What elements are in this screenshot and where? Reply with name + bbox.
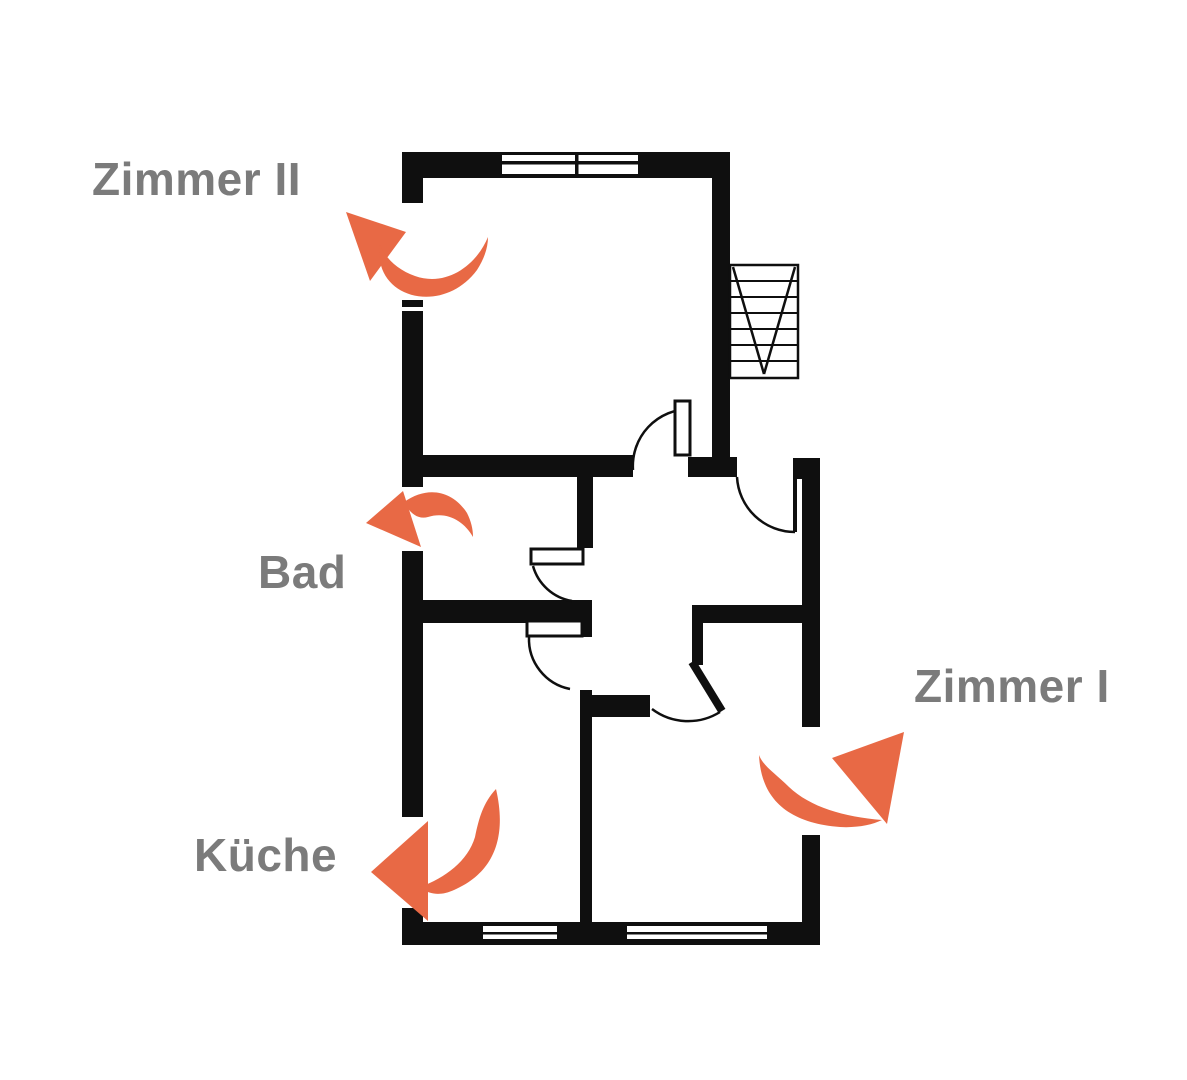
arrow-bad: [366, 491, 473, 547]
wall-bad-kueche-divider: [420, 600, 592, 623]
door-entrance: [735, 476, 797, 534]
room-label-bad: Bad: [258, 546, 347, 598]
arrow-zimmer-1: [759, 732, 904, 828]
room-label-zimmer-1: Zimmer I: [914, 660, 1110, 712]
wall-mid-band-left: [402, 455, 633, 477]
arrow-zimmer-1-head: [832, 732, 904, 824]
wall-left-1: [402, 152, 423, 203]
door-zimmer-1-leaf: [688, 659, 726, 714]
stairs-direction-line: [731, 266, 766, 375]
door-bad-leaf: [529, 547, 585, 566]
door-zimmer-1-swing: [651, 708, 721, 723]
door-entrance-swing: [735, 476, 796, 534]
wall-left-joint: [402, 307, 423, 311]
wall-right-corner: [793, 458, 820, 479]
arrow-bad-tail: [404, 492, 473, 537]
wall-right-upper: [712, 152, 730, 457]
walls: [402, 152, 820, 945]
door-entrance-leaf: [793, 479, 797, 532]
arrow-kueche-tail: [420, 789, 500, 894]
wall-left-2: [402, 300, 423, 487]
arrow-zimmer-2-tail: [379, 237, 488, 297]
wall-right-1: [802, 478, 820, 727]
window-top: [502, 155, 638, 174]
wall-hall-bottom: [590, 695, 650, 717]
wall-mid-band-center: [688, 457, 737, 477]
door-kueche-leaf: [525, 619, 584, 638]
arrow-kueche: [371, 789, 500, 921]
stairs-direction-line: [762, 266, 797, 375]
window-top-divider: [575, 155, 579, 174]
arrow-zimmer-2-head: [346, 212, 406, 281]
window-bottom-left: [483, 926, 557, 939]
wall-right-2: [802, 835, 820, 945]
window-bottom-left-frame: [483, 932, 557, 935]
window-bottom-right-frame: [627, 932, 767, 935]
wall-zimmer-1-stub: [692, 605, 703, 665]
window-bottom-right: [627, 926, 767, 939]
wall-left-3: [402, 551, 423, 817]
arrow-kueche-head: [371, 821, 428, 921]
door-kueche-swing: [527, 636, 571, 691]
door-bad-swing: [531, 565, 573, 603]
window-top-frame: [502, 161, 638, 165]
wall-zimmer-1-top: [692, 605, 802, 623]
stairs-outline: [728, 263, 800, 380]
door-bad: [529, 547, 585, 603]
room-label-zimmer-2: Zimmer II: [92, 153, 302, 205]
arrow-zimmer-1-tail: [759, 755, 882, 828]
door-zimmer-2-leaf: [673, 399, 692, 457]
room-label-kueche: Küche: [194, 829, 338, 881]
stairs: [728, 263, 800, 380]
door-zimmer-2: [631, 399, 692, 471]
wall-central-lower: [580, 690, 592, 922]
wall-bad-right: [577, 477, 593, 548]
door-kueche: [525, 619, 584, 691]
door-zimmer-1: [651, 659, 726, 723]
arrow-zimmer-2: [346, 212, 488, 297]
